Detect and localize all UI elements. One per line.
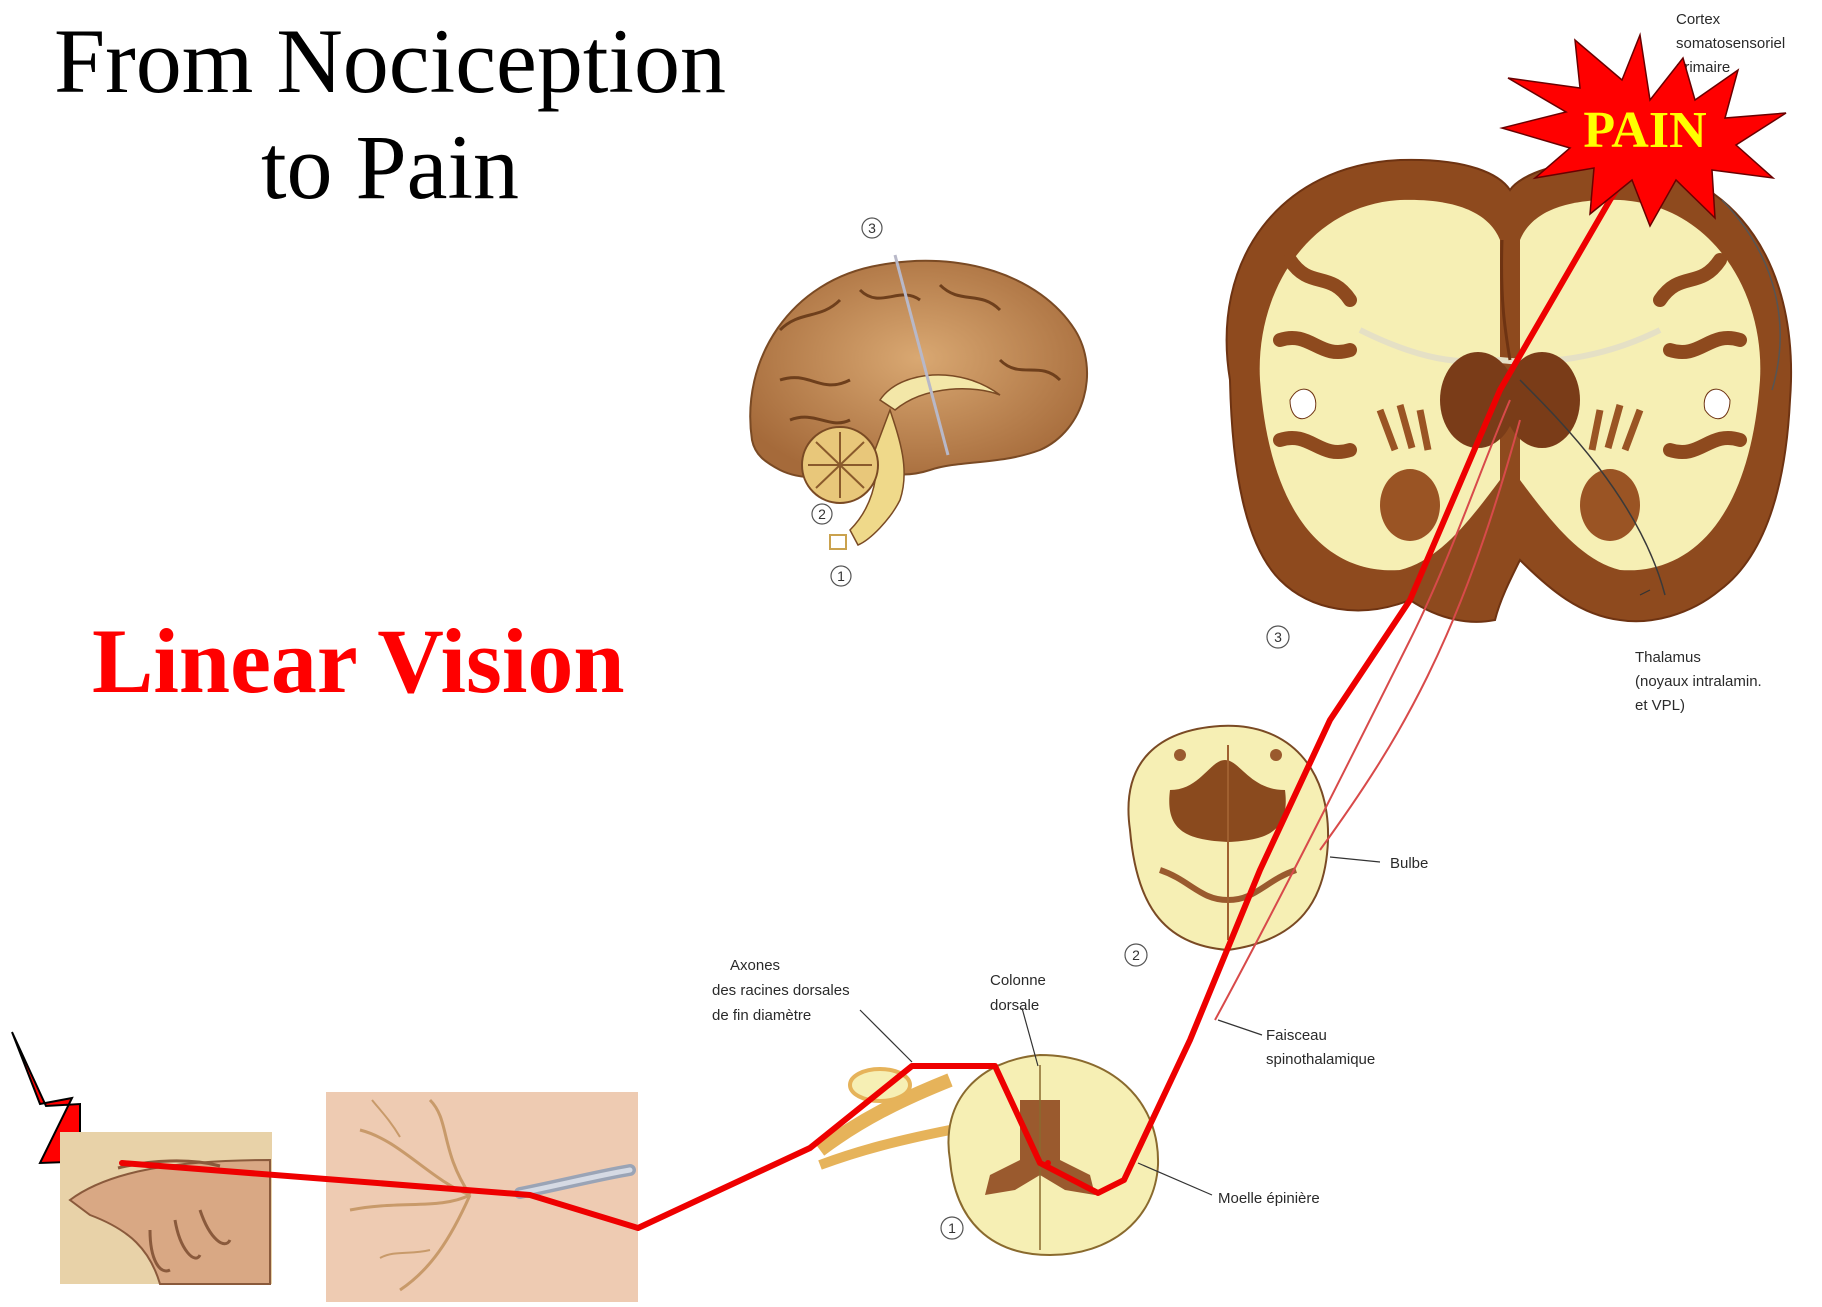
- svg-text:3: 3: [868, 220, 876, 236]
- svg-text:2: 2: [818, 506, 826, 522]
- section-marker-3-top: 3: [862, 218, 882, 238]
- label-moelle-epiniere: Moelle épinière: [1218, 1190, 1320, 1207]
- section-marker-1-top: 1: [831, 566, 851, 586]
- label-cortex: Cortex somatosensoriel primaire: [1676, 11, 1789, 76]
- section-marker-2-medulla: 2: [1125, 944, 1147, 966]
- skin-nerve-endings-illustration: [326, 1092, 638, 1302]
- label-bulbe: Bulbe: [1390, 855, 1428, 872]
- hand-illustration: [60, 1132, 272, 1284]
- section-marker-2-top: 2: [812, 504, 832, 524]
- spinal-cord-section-illustration: [820, 1055, 1158, 1255]
- svg-text:1: 1: [837, 568, 845, 584]
- svg-text:3: 3: [1274, 629, 1282, 645]
- label-colonne-dorsale: Colonne dorsale: [990, 972, 1050, 1014]
- medulla-bulbe-section-illustration: [1128, 726, 1328, 950]
- label-axones: Axones des racines dorsales de fin diamè…: [712, 957, 854, 1024]
- coronal-brain-section-illustration: [1227, 160, 1791, 622]
- label-thalamus: Thalamus (noyaux intralamin. et VPL): [1635, 649, 1766, 714]
- section-marker-3-coronal: 3: [1267, 626, 1289, 648]
- label-faisceau-spinothalamique: Faisceau spinothalamique: [1266, 1027, 1375, 1068]
- svg-text:2: 2: [1132, 947, 1140, 963]
- sagittal-brain-illustration: [750, 255, 1087, 549]
- section-marker-1-spinal: 1: [941, 1217, 963, 1239]
- pain-burst-label: PAIN: [1583, 102, 1706, 159]
- svg-text:1: 1: [948, 1220, 956, 1236]
